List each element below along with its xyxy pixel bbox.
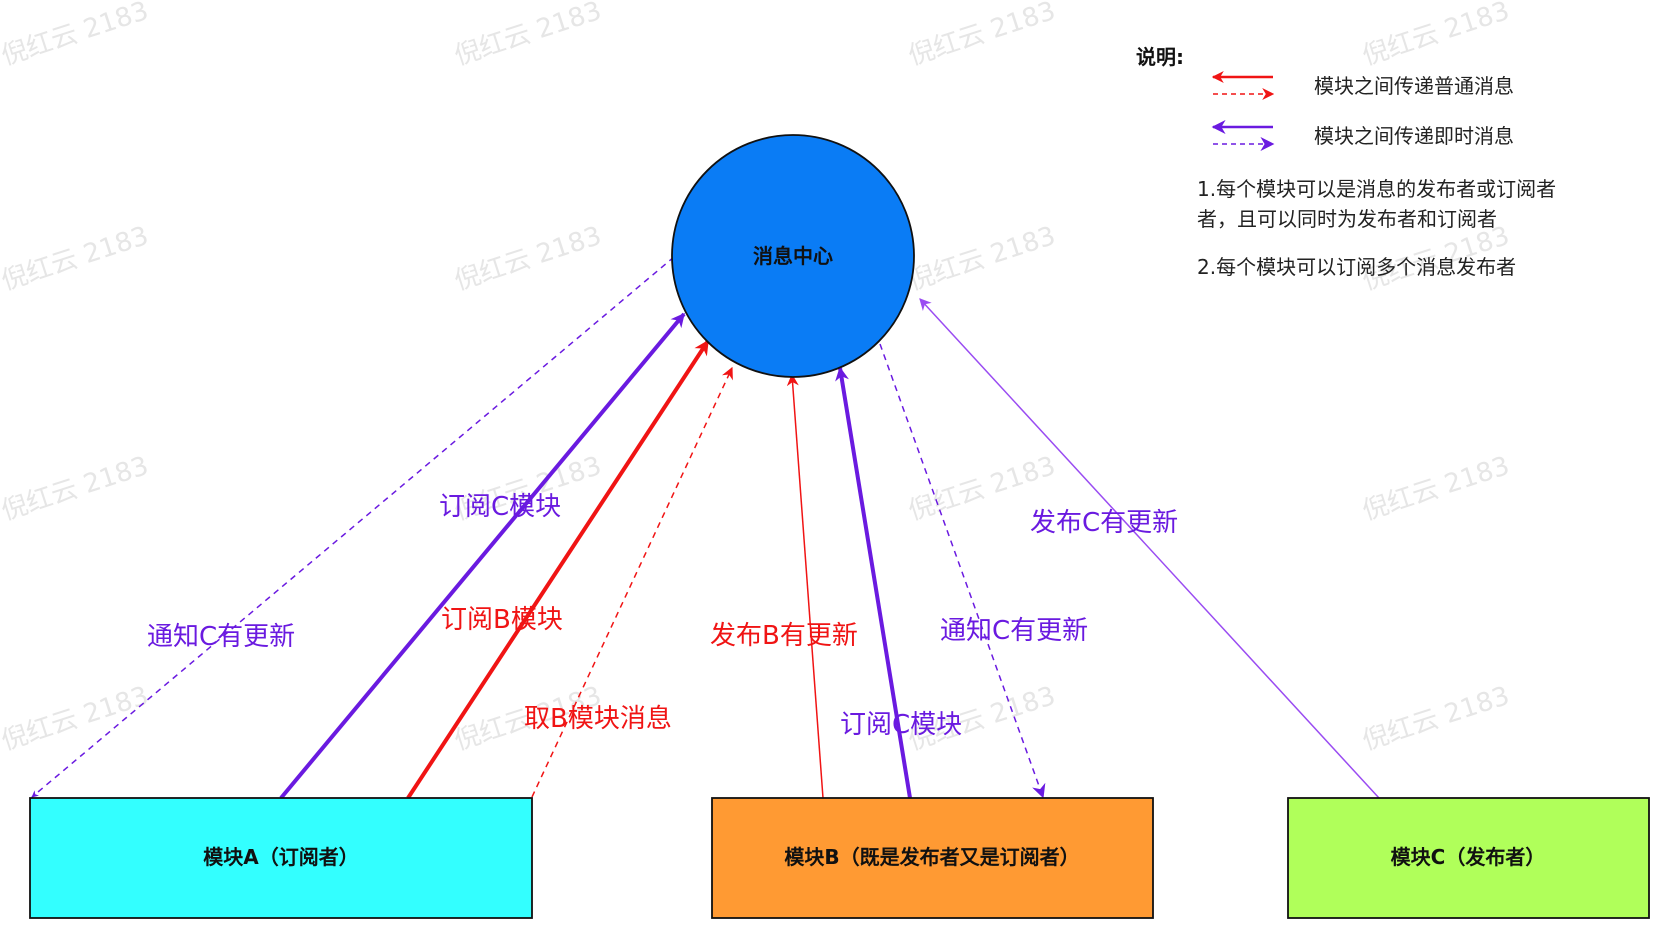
edge-b-subscribe-c xyxy=(835,366,912,799)
watermark: 倪红云 2183 xyxy=(1359,0,1513,72)
message-center-circle xyxy=(671,134,915,378)
watermark: 倪红云 2183 xyxy=(451,221,605,297)
legend: 说明: 模块之间传递普通消息 模块之间传递即时消息 1.每个模块可以是消息的发布… xyxy=(1136,45,1556,279)
module-b-label: 模块B（既是发布者又是订阅者） xyxy=(784,845,1079,869)
legend-title: 说明: xyxy=(1136,45,1184,69)
edges xyxy=(31,256,1380,800)
legend-note-2: 2.每个模块可以订阅多个消息发布者 xyxy=(1197,255,1516,279)
edge-a-fetch-b xyxy=(531,366,733,798)
module-a-label: 模块A（订阅者） xyxy=(203,845,358,869)
legend-normal-label: 模块之间传递普通消息 xyxy=(1314,74,1514,98)
legend-note-1-line-1: 1.每个模块可以是消息的发布者或订阅者 xyxy=(1197,177,1556,201)
label-a-subscribe-c: 订阅C模块 xyxy=(439,492,561,522)
module-c-node: 模块C（发布者） xyxy=(1287,797,1650,919)
label-a-subscribe-b: 订阅B模块 xyxy=(441,605,563,635)
edge-labels: 订阅C模块 订阅B模块 通知C有更新 取B模块消息 发布B有更新 通知C有更新 … xyxy=(147,492,1178,740)
watermark: 倪红云 2183 xyxy=(1359,451,1513,527)
watermark: 倪红云 2183 xyxy=(905,0,1059,72)
message-center-label: 消息中心 xyxy=(753,244,833,268)
module-b-box xyxy=(711,797,1154,919)
watermark: 倪红云 2183 xyxy=(905,221,1059,297)
watermark: 倪红云 2183 xyxy=(0,451,152,527)
edge-a-subscribe-c xyxy=(279,312,686,800)
module-c-box xyxy=(1287,797,1650,919)
watermark: 倪红云 2183 xyxy=(1359,681,1513,757)
module-b-node: 模块B（既是发布者又是订阅者） xyxy=(711,797,1154,919)
watermark: 倪红云 2183 xyxy=(0,221,152,297)
watermark: 倪红云 2183 xyxy=(0,0,152,72)
label-b-notify-c: 通知C有更新 xyxy=(940,616,1088,646)
label-a-fetch-b: 取B模块消息 xyxy=(524,704,672,734)
module-a-box xyxy=(29,797,533,919)
edge-c-publish xyxy=(919,298,1380,799)
watermark: 倪红云 2183 xyxy=(451,0,605,72)
legend-instant-label: 模块之间传递即时消息 xyxy=(1314,124,1514,148)
legend-note-1-line-2: 者，且可以同时为发布者和订阅者 xyxy=(1197,207,1497,231)
module-c-label: 模块C（发布者） xyxy=(1391,845,1546,869)
edge-b-notify-c xyxy=(879,343,1046,799)
label-b-subscribe-c: 订阅C模块 xyxy=(840,710,962,740)
watermark: 倪红云 2183 xyxy=(0,681,152,757)
label-c-publish: 发布C有更新 xyxy=(1030,508,1178,538)
legend-normal-sample xyxy=(1211,71,1275,100)
message-center-node: 消息中心 xyxy=(671,134,915,378)
label-b-publish: 发布B有更新 xyxy=(710,621,858,651)
edge-a-notify-c xyxy=(31,256,675,798)
legend-instant-sample xyxy=(1211,120,1275,151)
edge-b-publish xyxy=(786,373,824,799)
module-a-node: 模块A（订阅者） xyxy=(29,797,533,919)
edge-a-subscribe-b xyxy=(406,339,710,800)
label-a-notify-c: 通知C有更新 xyxy=(147,622,295,652)
